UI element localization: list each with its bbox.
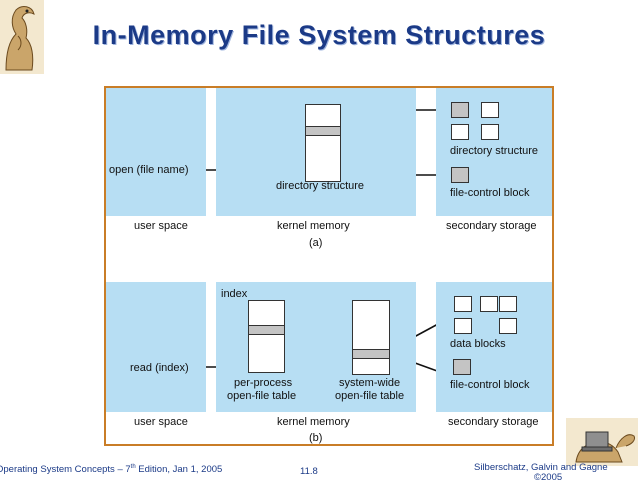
footer-book-title-date: Edition, Jan 1, 2005 xyxy=(135,464,223,476)
b-data-block-4 xyxy=(454,318,472,334)
a-open-call-label: open (file name) xyxy=(109,164,189,176)
a-storage-block-4 xyxy=(481,124,499,140)
a-secondary-storage-label: secondary storage xyxy=(446,220,537,232)
a-caption: (a) xyxy=(309,237,323,249)
b-data-block-2 xyxy=(480,296,498,312)
dinosaur-laptop-icon xyxy=(566,418,638,466)
b-caption: (b) xyxy=(309,432,323,444)
b-user-space-label: user space xyxy=(134,416,188,428)
footer-book-title-text: Operating System Concepts – 7 xyxy=(0,464,131,476)
a-fcb-block xyxy=(451,167,469,183)
diagram-frame: open (file name) directory structure dir… xyxy=(104,86,554,446)
a-kernel-memory-label: kernel memory xyxy=(277,220,350,232)
b-per-process-label-2: open-file table xyxy=(227,390,297,402)
b-secondary-storage-label: secondary storage xyxy=(448,416,539,428)
footer-book-title-sup: th xyxy=(130,464,136,470)
b-data-block-5 xyxy=(499,318,517,334)
b-fcb-label: file-control block xyxy=(450,379,530,391)
a-storage-block-1 xyxy=(451,102,469,118)
b-index-label: index xyxy=(221,288,248,300)
footer-authors: Silberschatz, Galvin and Gagne xyxy=(474,462,608,473)
a-kernel-directory-table xyxy=(305,104,341,182)
a-kernel-directory-label: directory structure xyxy=(276,180,365,192)
slide-title: In-Memory File System Structures xyxy=(92,20,546,50)
a-storage-directory-label: directory structure xyxy=(450,145,539,157)
b-per-process-table xyxy=(248,300,285,373)
b-system-wide-entry xyxy=(352,349,390,359)
b-system-wide-label-2: open-file table xyxy=(335,390,405,402)
b-per-process-entry xyxy=(248,325,285,335)
a-storage-block-3 xyxy=(451,124,469,140)
b-system-wide-table xyxy=(352,300,390,375)
b-data-blocks-label: data blocks xyxy=(450,338,506,350)
a-kernel-directory-entry xyxy=(305,126,341,136)
b-read-call-label: read (index) xyxy=(130,362,189,374)
footer-page-number: 11.8 xyxy=(300,466,318,477)
b-kernel-memory-label: kernel memory xyxy=(277,416,350,428)
a-storage-block-2 xyxy=(481,102,499,118)
dinosaur-icon xyxy=(0,0,44,74)
b-fcb-block xyxy=(453,359,471,375)
b-data-block-3 xyxy=(499,296,517,312)
a-user-space-panel xyxy=(106,88,206,216)
footer-book-title: Operating System Concepts – 7th Edition,… xyxy=(0,464,222,475)
b-user-space-panel xyxy=(106,282,206,412)
a-user-space-label: user space xyxy=(134,220,188,232)
b-data-block-1 xyxy=(454,296,472,312)
b-system-wide-label-1: system-wide xyxy=(339,377,401,389)
b-per-process-label-1: per-process xyxy=(234,377,293,389)
a-fcb-label: file-control block xyxy=(450,187,530,199)
